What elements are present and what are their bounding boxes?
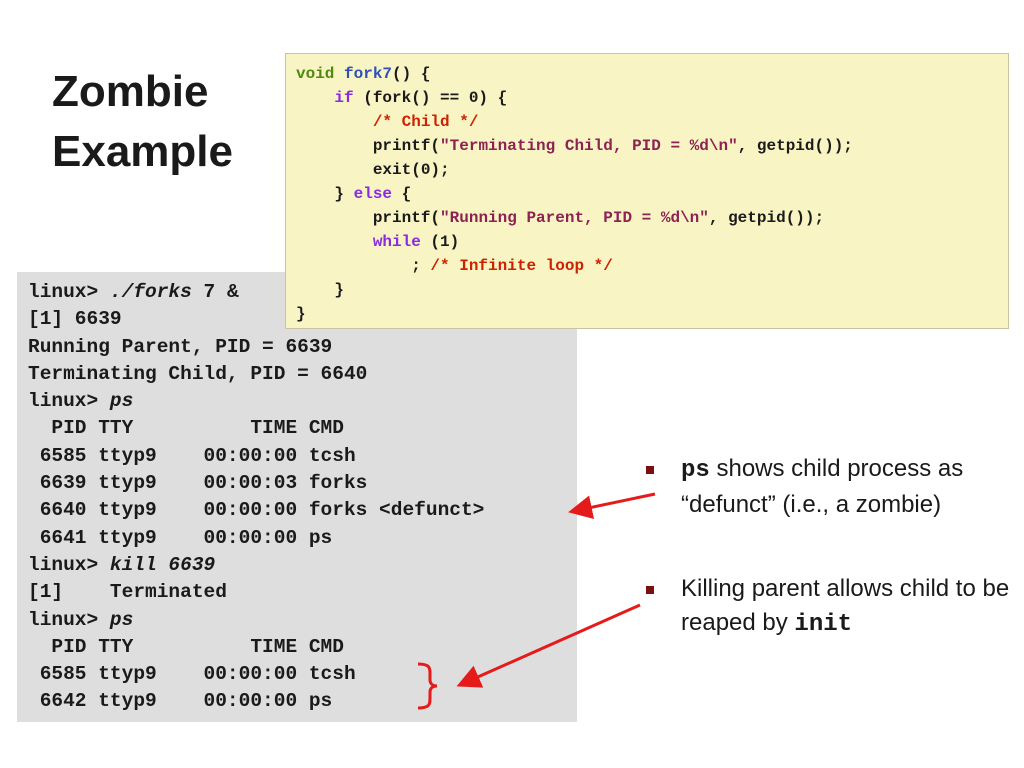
terminal-line: linux> ps <box>28 607 577 634</box>
code-text: (fork() == 0) { <box>353 89 508 107</box>
code-text: , getpid()); <box>708 209 825 227</box>
ps-row: 6585 ttyp9 00:00:00 tcsh <box>28 444 356 467</box>
code-line: if (fork() == 0) { <box>296 86 1008 110</box>
code-text: printf( <box>372 209 441 227</box>
terminal-prompt: linux> <box>28 553 110 576</box>
slide-title: Zombie Example <box>52 62 233 182</box>
terminal-line: Terminating Child, PID = 6640 <box>28 362 368 385</box>
code-text: } <box>296 185 354 203</box>
right-brace-icon <box>417 662 438 710</box>
slide-title-line-2: Example <box>52 127 233 176</box>
code-line: printf("Terminating Child, PID = %d\n", … <box>296 134 1008 158</box>
ps-row: 6641 ttyp9 00:00:00 ps <box>28 526 333 549</box>
code-comment: /* Child */ <box>372 113 479 131</box>
terminal-line: Running Parent, PID = 6639 <box>28 335 333 358</box>
bullet-item-kill-parent: Killing parent allows child to be reaped… <box>640 572 1020 642</box>
code-line: } else { <box>296 182 1008 206</box>
code-keyword: if <box>334 89 354 107</box>
ps-row: 6639 ttyp9 00:00:03 forks <box>28 472 368 495</box>
code-line: } <box>296 305 306 323</box>
square-bullet-icon <box>646 586 654 594</box>
code-line: ; /* Infinite loop */ <box>296 254 1008 278</box>
terminal-prompt: linux> <box>28 390 110 413</box>
bullet-item-ps-defunct: ps shows child process as “defunct” (i.e… <box>640 452 1020 522</box>
terminal-command: kill 6639 <box>109 553 216 576</box>
code-function-name: fork7 <box>344 65 393 83</box>
code-line: while (1) <box>296 230 1008 254</box>
code-keyword: while <box>372 233 421 251</box>
terminal-prompt: linux> <box>28 281 110 303</box>
code-line: void fork7() { <box>296 62 1008 86</box>
code-comment: /* Infinite loop */ <box>430 257 613 275</box>
code-string: "Terminating Child, PID = %d\n" <box>440 137 738 155</box>
terminal-line: linux> kill 6639 <box>28 552 577 579</box>
bullet-text: Killing parent allows child to be reaped… <box>681 575 1010 636</box>
code-text: ; <box>296 257 431 275</box>
code-text: (1) <box>420 233 460 251</box>
ps-row: 6642 ttyp9 00:00:00 ps <box>28 690 333 713</box>
code-listing: void fork7() { if (fork() == 0) { /* Chi… <box>285 53 1009 329</box>
terminal-line: [1] Terminated <box>28 581 227 604</box>
bullet-list: ps shows child process as “defunct” (i.e… <box>640 452 1020 642</box>
slide-title-line-1: Zombie <box>52 67 209 116</box>
terminal-line: linux> ps <box>28 388 577 415</box>
ps-header-row: PID TTY TIME CMD <box>28 417 344 440</box>
code-line: exit(0); <box>296 161 450 179</box>
bullet-text: shows child process as “defunct” (i.e., … <box>681 455 964 518</box>
code-line: } <box>296 281 345 299</box>
ps-row-defunct: 6640 ttyp9 00:00:00 forks <defunct> <box>28 499 485 522</box>
code-text: , getpid()); <box>737 137 853 155</box>
terminal-command: ps <box>109 390 134 413</box>
arrow-to-defunct <box>568 492 656 520</box>
code-string: "Running Parent, PID = %d\n" <box>440 209 709 227</box>
code-line: /* Child */ <box>296 110 1008 134</box>
terminal-command: ps <box>109 608 134 631</box>
inline-code: init <box>794 611 853 638</box>
terminal-command: ./forks <box>109 281 192 303</box>
terminal-line: [1] 6639 <box>28 308 122 331</box>
code-keyword: else <box>353 185 393 203</box>
terminal-line: linux> ./forks 7 & <box>28 279 577 306</box>
code-text: printf( <box>372 137 441 155</box>
inline-code: ps <box>681 457 710 484</box>
terminal-output: linux> ./forks 7 & [1] 6639 Running Pare… <box>17 272 577 722</box>
ps-header-row: PID TTY TIME CMD <box>28 635 344 658</box>
square-bullet-icon <box>646 466 654 474</box>
code-text: { <box>392 185 412 203</box>
terminal-command-args: 7 & <box>191 281 239 303</box>
code-text: () { <box>392 65 431 83</box>
code-line: printf("Running Parent, PID = %d\n", get… <box>296 206 1008 230</box>
terminal-prompt: linux> <box>28 608 110 631</box>
code-keyword: void <box>296 65 335 83</box>
ps-row: 6585 ttyp9 00:00:00 tcsh <box>28 663 356 686</box>
arrow-to-reaped-list <box>456 603 641 688</box>
